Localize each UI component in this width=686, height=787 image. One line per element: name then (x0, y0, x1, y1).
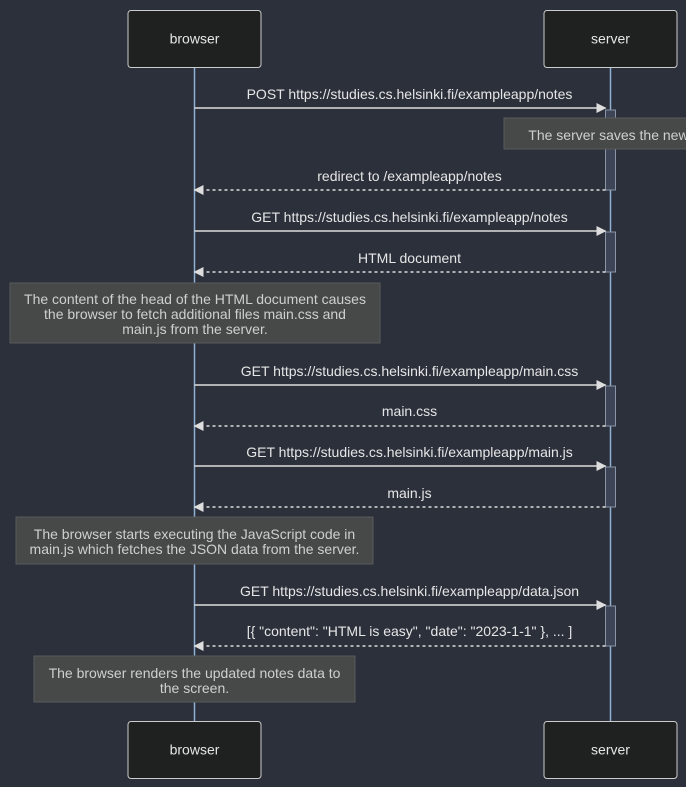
message-label-m8: main.js (387, 485, 431, 501)
note-box-n1 (503, 117, 686, 150)
message-label-m9: GET https://studies.cs.helsinki.fi/examp… (240, 583, 579, 599)
note-box-n3 (15, 516, 374, 565)
message-label-m10: [{ "content": "HTML is easy", "date": "2… (247, 623, 573, 639)
message-label-m6: main.css (382, 403, 437, 419)
activation-bar (605, 605, 616, 647)
actor-label-server-bottom: server (591, 742, 630, 758)
note-text-n3: The browser starts executing the JavaScr… (34, 526, 355, 542)
note-text-n1: The server saves the new note (528, 127, 686, 143)
actor-box-server-top (543, 10, 678, 68)
message-label-m7: GET https://studies.cs.helsinki.fi/examp… (246, 444, 573, 460)
message-label-m1: POST https://studies.cs.helsinki.fi/exam… (247, 86, 573, 102)
note-text-n2: the browser to fetch additional files ma… (44, 306, 346, 322)
activation-bar (605, 466, 616, 508)
note-text-n2: The content of the head of the HTML docu… (24, 291, 366, 307)
message-label-m4: HTML document (358, 250, 461, 266)
activation-bar (605, 385, 616, 427)
note-text-n4: The browser renders the updated notes da… (49, 665, 341, 681)
actor-box-browser-bottom (127, 721, 262, 779)
activation-bar (605, 109, 616, 191)
actor-label-browser-bottom: browser (170, 742, 220, 758)
actor-label-browser-top: browser (170, 31, 220, 47)
note-box-n4 (33, 655, 356, 703)
activation-bar (605, 231, 616, 273)
actor-box-server-bottom (543, 721, 678, 779)
message-label-m5: GET https://studies.cs.helsinki.fi/examp… (241, 363, 578, 379)
actor-label-server-top: server (591, 31, 630, 47)
actor-box-browser-top (127, 10, 262, 68)
note-text-n2: main.js from the server. (122, 321, 268, 337)
note-text-n3: main.js which fetches the JSON data from… (30, 541, 360, 557)
note-text-n4: the screen. (160, 680, 229, 696)
message-label-m2: redirect to /exampleapp/notes (317, 168, 501, 184)
message-label-m3: GET https://studies.cs.helsinki.fi/examp… (251, 209, 567, 225)
note-box-n2 (9, 282, 381, 344)
